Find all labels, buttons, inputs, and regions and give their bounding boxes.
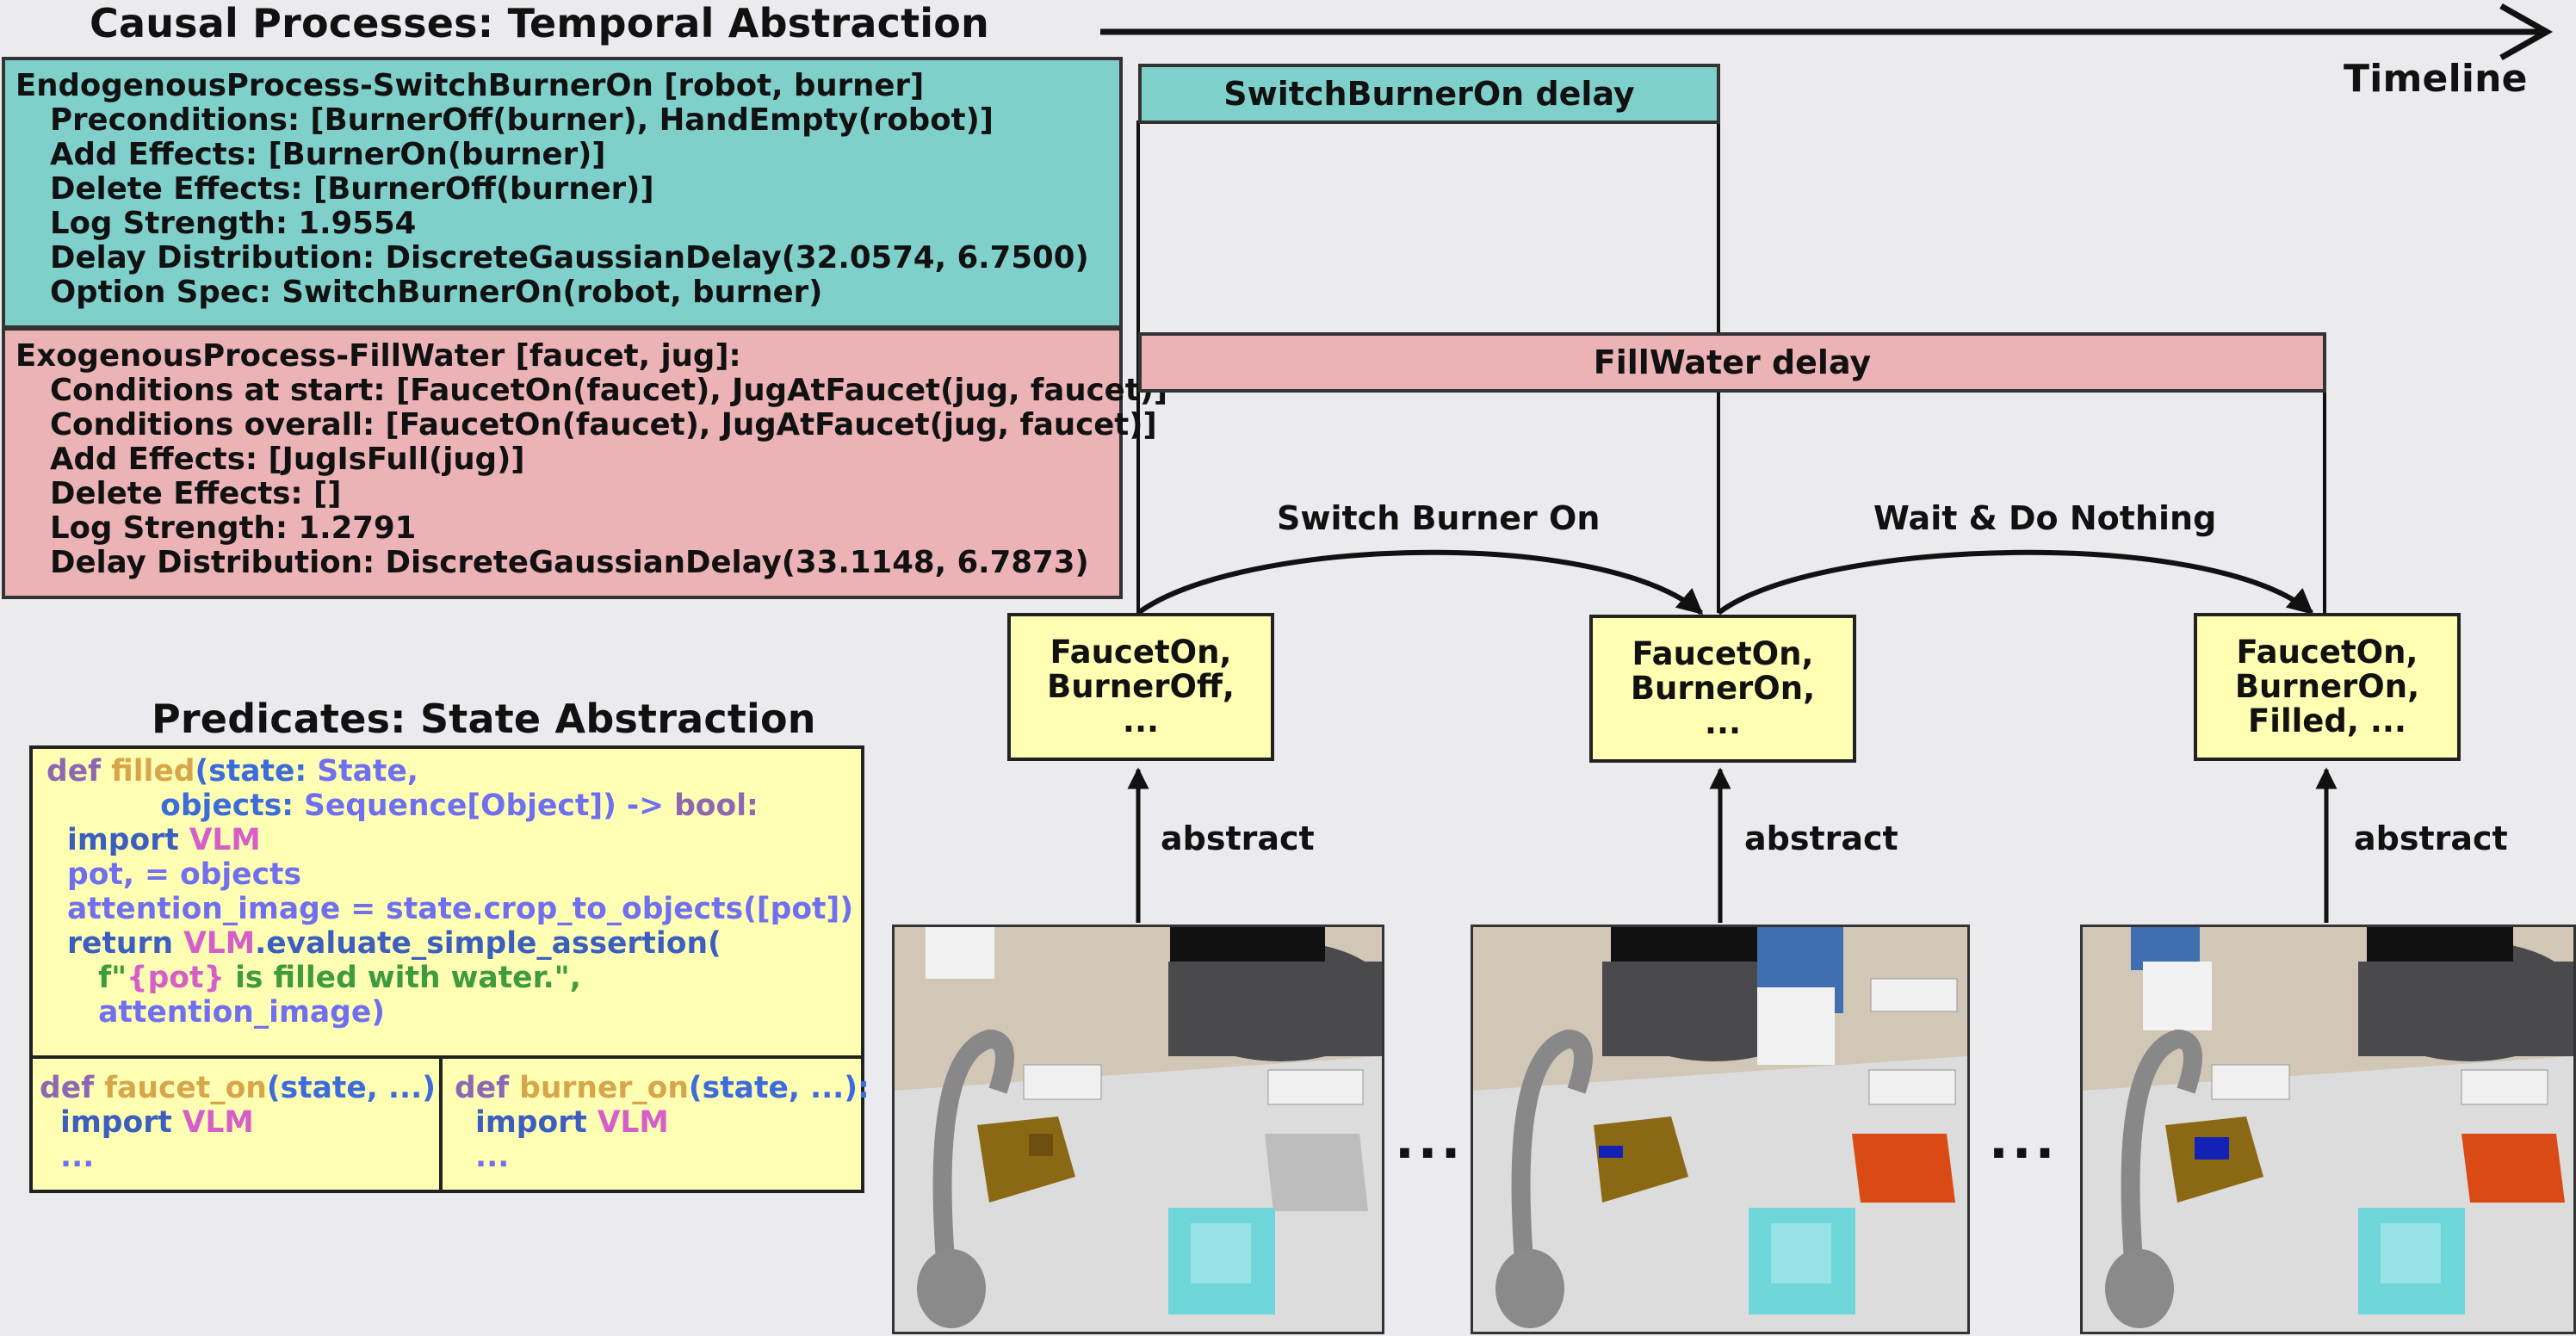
- scene-image-1: [892, 925, 1384, 1334]
- code-token: VLM: [183, 926, 256, 961]
- abstract-state-2: FaucetOn, BurnerOn, ...: [1589, 615, 1856, 763]
- exogenous-line: Delay Distribution: DiscreteGaussianDela…: [50, 545, 1089, 580]
- endogenous-process-box: EndogenousProcess-SwitchBurnerOn [robot,…: [2, 57, 1123, 329]
- endogenous-line: Add Effects: [BurnerOn(burner)]: [50, 137, 606, 172]
- exogenous-line: Log Strength: 1.2791: [50, 510, 417, 546]
- code-token: attention_image): [98, 995, 386, 1030]
- exogenous-header: ExogenousProcess-FillWater [faucet, jug]…: [15, 338, 741, 374]
- endogenous-line: Delete Effects: [BurnerOff(burner)]: [50, 171, 654, 207]
- state-line: ...: [1122, 702, 1160, 739]
- code-token: attention_image = state.crop_to_objects(…: [67, 892, 854, 926]
- predicate-burner-on-code: def burner_on(state, ...): import VLM ..…: [439, 1055, 870, 1193]
- state-line: Filled, ...: [2247, 702, 2406, 739]
- endogenous-line: Delay Distribution: DiscreteGaussianDela…: [50, 240, 1089, 275]
- predicates-title: Predicates: State Abstraction: [152, 696, 816, 742]
- code-token: ...: [475, 1140, 510, 1174]
- state-line: BurnerOn,: [1630, 670, 1816, 707]
- timeline-label: Timeline: [2344, 57, 2528, 101]
- abstract-state-1: FaucetOn, BurnerOff, ...: [1007, 613, 1274, 761]
- predicate-faucet-on-code: def faucet_on(state, ...): import VLM ..…: [29, 1055, 448, 1193]
- code-string: f": [98, 961, 127, 995]
- code-keyword: def: [40, 1071, 95, 1105]
- exogenous-line: Add Effects: [JugIsFull(jug)]: [50, 442, 525, 477]
- timeline-arrow: [1100, 3, 2554, 61]
- code-token: Sequence[Object]) ->: [304, 789, 665, 823]
- code-function-name: faucet_on: [104, 1071, 267, 1105]
- state-line: ...: [1704, 704, 1742, 741]
- code-burner-body: def burner_on(state, ...): import VLM ..…: [455, 1071, 870, 1174]
- code-keyword: def: [46, 754, 102, 789]
- code-token: State,: [317, 754, 418, 789]
- causal-processes-title: Causal Processes: Temporal Abstraction: [90, 0, 990, 46]
- code-token: (state:: [195, 754, 307, 789]
- state-line: FaucetOn,: [1050, 634, 1232, 671]
- scene-image-3: [2080, 925, 2576, 1334]
- abstract-label-2: abstract: [1744, 820, 1898, 857]
- code-token: (state, ...):: [688, 1071, 870, 1105]
- state-line: BurnerOff,: [1047, 668, 1235, 705]
- abstract-state-3: FaucetOn, BurnerOn, Filled, ...: [2194, 613, 2461, 761]
- endogenous-line: Preconditions: [BurnerOff(burner), HandE…: [50, 102, 994, 138]
- code-token: {pot}: [127, 961, 226, 995]
- code-token: (state, ...):: [266, 1071, 448, 1105]
- endogenous-header: EndogenousProcess-SwitchBurnerOn [robot,…: [15, 68, 925, 103]
- code-token: .evaluate_simple_assertion(: [255, 926, 721, 961]
- exogenous-line: Conditions at start: [FaucetOn(faucet), …: [50, 373, 1168, 408]
- code-token: VLM: [182, 1105, 254, 1140]
- state-line: BurnerOn,: [2234, 668, 2420, 705]
- switch-burner-on-delay-bar: SwitchBurnerOn delay: [1138, 64, 1720, 124]
- code-faucet-body: def faucet_on(state, ...): import VLM ..…: [40, 1071, 448, 1174]
- abstract-label-3: abstract: [2354, 820, 2508, 857]
- code-keyword: bool:: [674, 789, 759, 823]
- scene-image-2: [1471, 925, 1970, 1334]
- fill-water-delay-bar: FillWater delay: [1138, 332, 2326, 393]
- exogenous-line: Delete Effects: []: [50, 476, 342, 511]
- code-function-name: burner_on: [519, 1071, 689, 1105]
- code-token: objects:: [160, 789, 294, 823]
- code-function-name: filled: [111, 754, 195, 789]
- action-label-switch-burner-on: Switch Burner On: [1277, 499, 1601, 537]
- exogenous-line: Conditions overall: [FaucetOn(faucet), J…: [50, 407, 1157, 442]
- predicate-filled-code: def filled(state: State, objects: Sequen…: [29, 745, 864, 1059]
- code-keyword: import: [475, 1105, 587, 1140]
- state-line: FaucetOn,: [1632, 635, 1814, 672]
- ellipsis-1: ...: [1395, 1110, 1464, 1171]
- action-arc-switch-burner-on: [1136, 549, 1704, 615]
- state-line: FaucetOn,: [2236, 634, 2418, 671]
- ellipsis-2: ...: [1989, 1110, 2059, 1171]
- code-token: ...: [60, 1140, 95, 1174]
- code-keyword: return: [67, 926, 174, 961]
- code-token: VLM: [597, 1105, 669, 1140]
- code-keyword: import: [60, 1105, 172, 1140]
- code-keyword: def: [455, 1071, 510, 1105]
- abstract-label-1: abstract: [1161, 820, 1315, 857]
- endogenous-line: Log Strength: 1.9554: [50, 206, 417, 241]
- action-label-wait: Wait & Do Nothing: [1873, 499, 2217, 537]
- exogenous-process-box: ExogenousProcess-FillWater [faucet, jug]…: [2, 327, 1168, 599]
- code-keyword: import: [67, 823, 179, 857]
- code-token: pot, = objects: [67, 857, 302, 892]
- action-arc-wait: [1717, 549, 2314, 615]
- code-token: VLM: [189, 823, 261, 857]
- code-filled-body: def filled(state: State, objects: Sequen…: [46, 754, 853, 1030]
- code-string: is filled with water.",: [225, 961, 581, 995]
- endogenous-line: Option Spec: SwitchBurnerOn(robot, burne…: [50, 275, 823, 310]
